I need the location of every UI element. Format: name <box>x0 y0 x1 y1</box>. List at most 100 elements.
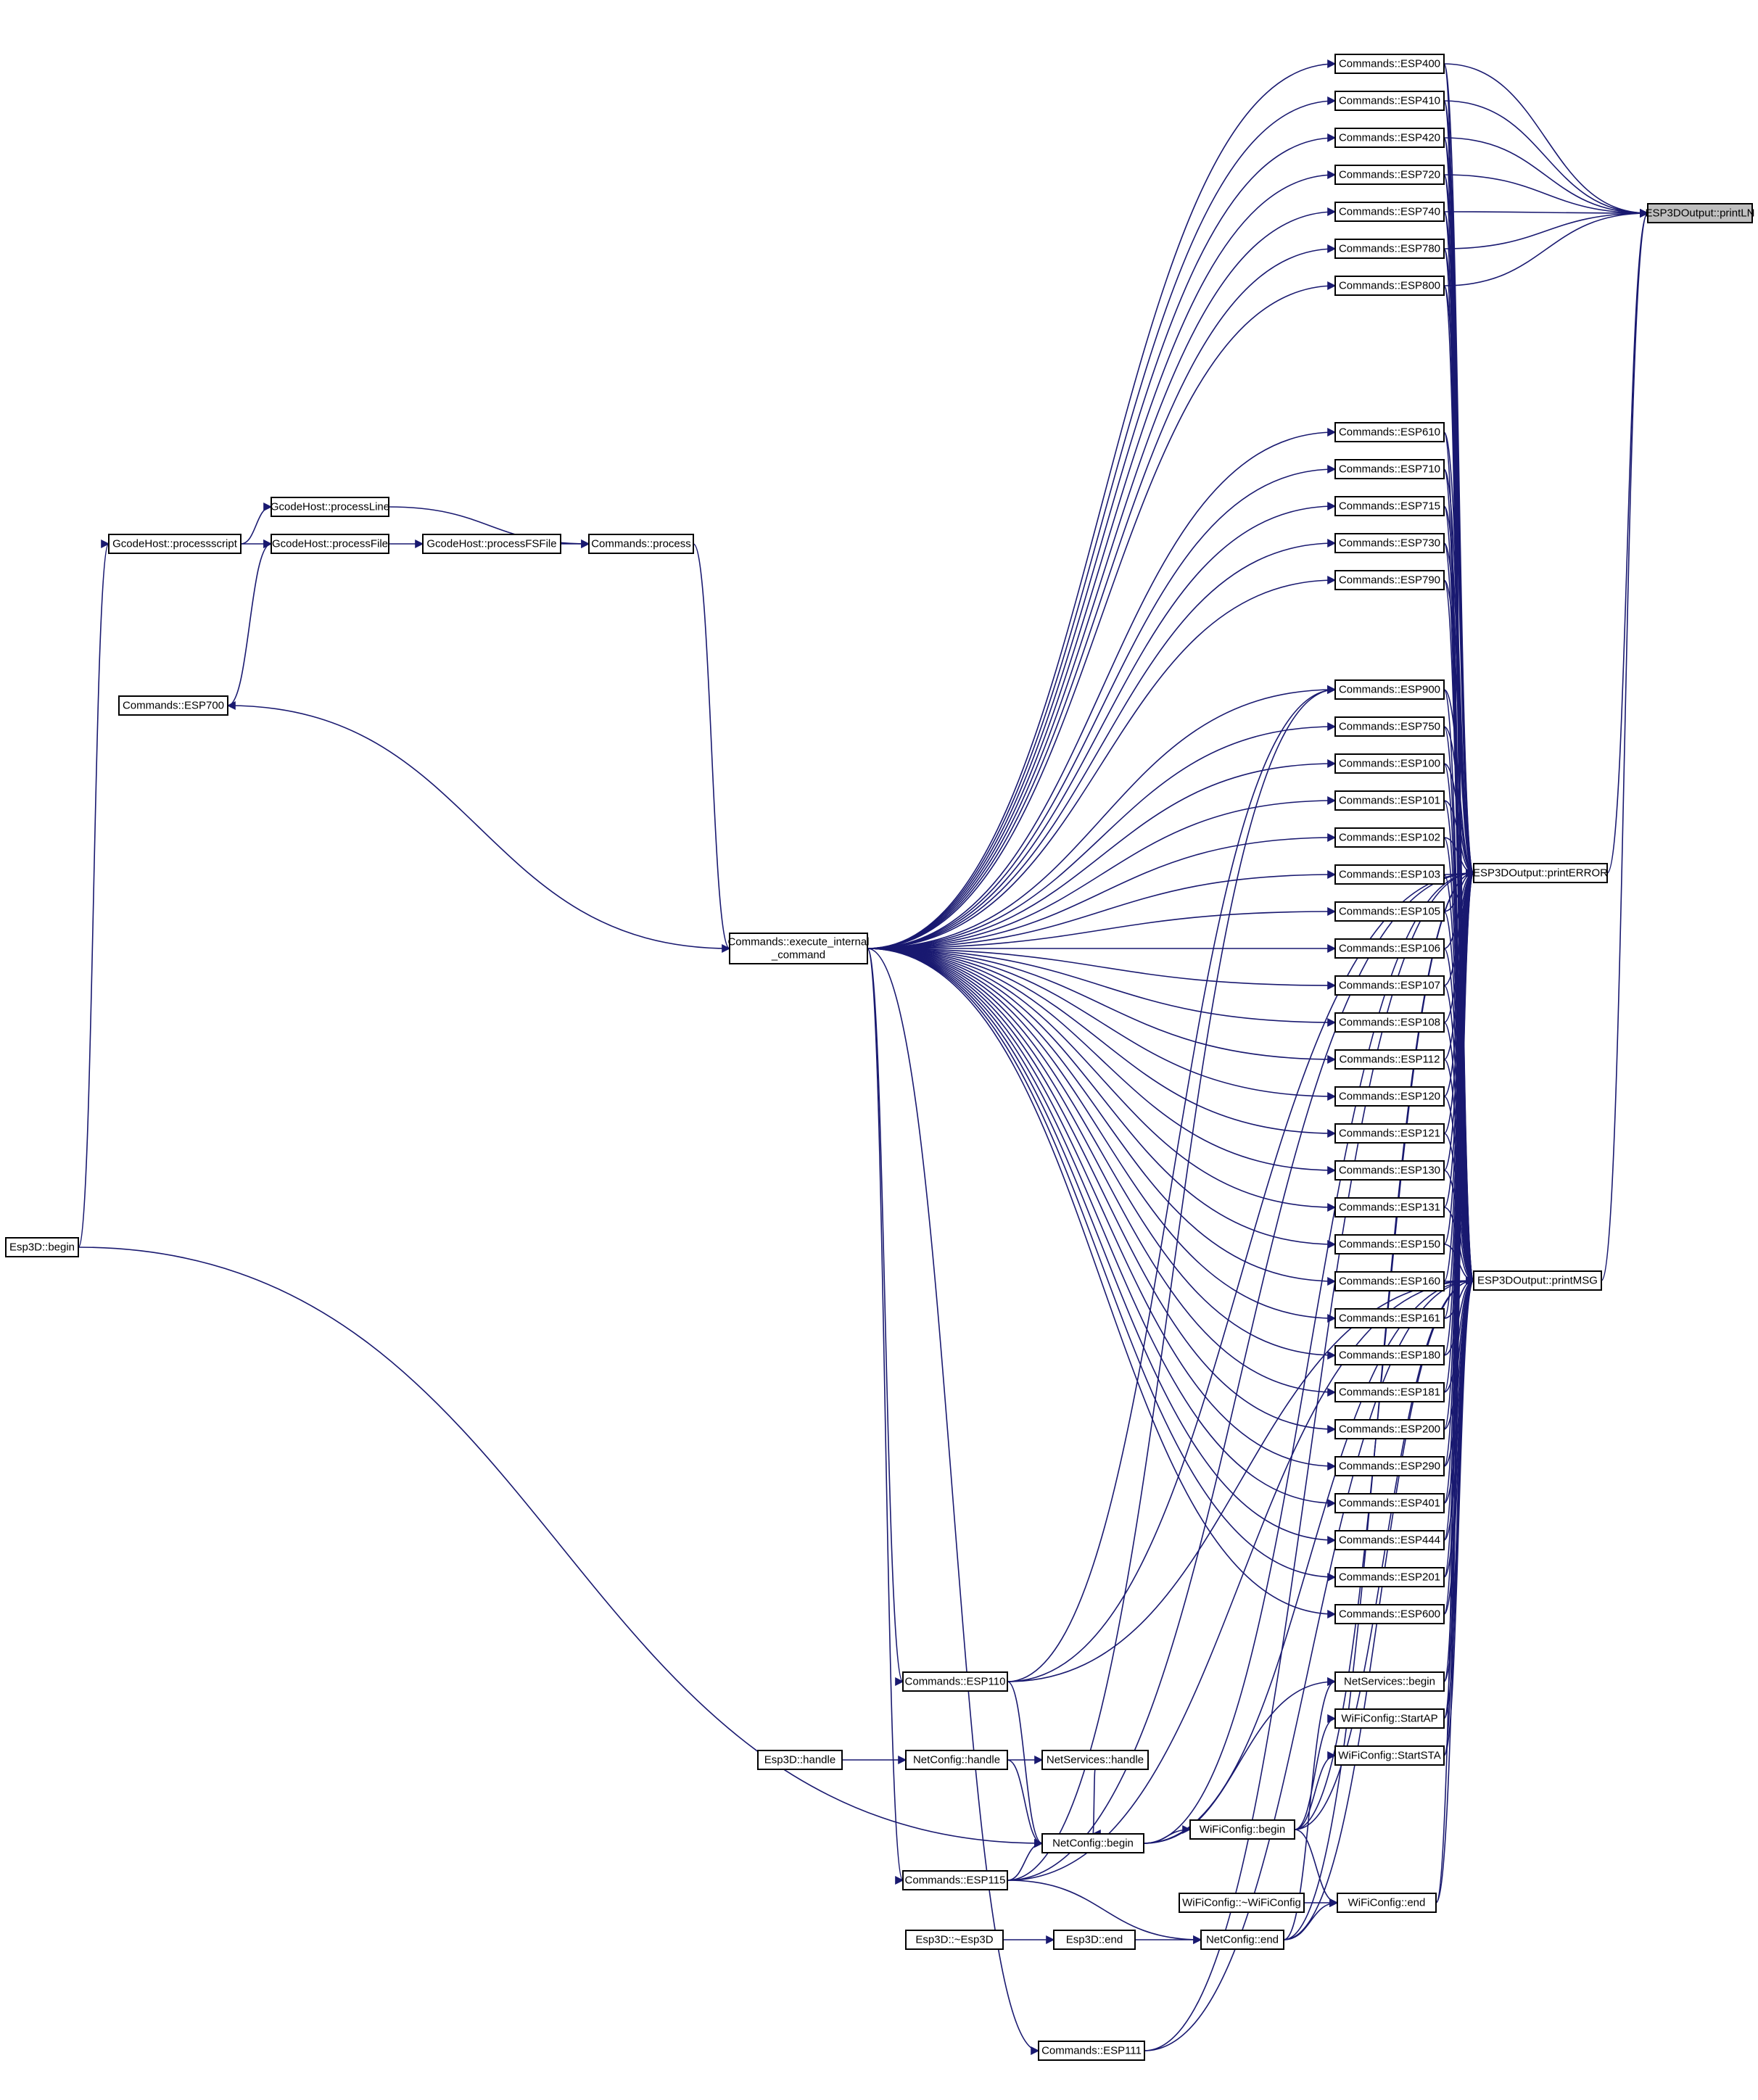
node-net-config-begin[interactable]: NetConfig::begin <box>1041 1833 1144 1853</box>
node-net-config-handle[interactable]: NetConfig::handle <box>905 1750 1008 1770</box>
node-esp710[interactable]: Commands::ESP710 <box>1334 459 1445 479</box>
node-label: Commands::ESP181 <box>1339 1386 1440 1399</box>
node-box <box>1334 1345 1445 1365</box>
node-box <box>108 534 242 554</box>
node-esp130[interactable]: Commands::ESP130 <box>1334 1160 1445 1181</box>
edge-esp110-to-print-error <box>1007 869 1475 1682</box>
node-esp160[interactable]: Commands::ESP160 <box>1334 1271 1445 1291</box>
node-esp110[interactable]: Commands::ESP110 <box>902 1671 1008 1692</box>
node-print-ln[interactable]: ESP3DOutput::printLN <box>1646 203 1755 223</box>
node-label: Commands::ESP160 <box>1339 1276 1440 1288</box>
node-start-sta[interactable]: WiFiConfig::StartSTA <box>1334 1745 1445 1766</box>
node-esp105[interactable]: Commands::ESP105 <box>1334 901 1445 922</box>
node-wi-fi-config-dtor[interactable]: WiFiConfig::~WiFiConfig <box>1179 1893 1305 1913</box>
node-box <box>1334 91 1445 111</box>
node-esp3-dbegin[interactable]: Esp3D::begin <box>5 1237 79 1257</box>
node-box <box>588 534 694 554</box>
node-esp3-ddtor[interactable]: Esp3D::~Esp3D <box>905 1930 1004 1950</box>
node-esp120[interactable]: Commands::ESP120 <box>1334 1086 1445 1107</box>
node-esp800[interactable]: Commands::ESP800 <box>1334 276 1445 296</box>
node-net-services-handle[interactable]: NetServices::handle <box>1041 1750 1149 1770</box>
node-esp161[interactable]: Commands::ESP161 <box>1334 1308 1445 1328</box>
edge-execute-to-esp160 <box>867 948 1337 1286</box>
node-esp740[interactable]: Commands::ESP740 <box>1334 202 1445 222</box>
node-box <box>271 534 389 554</box>
node-wi-fi-config-begin[interactable]: WiFiConfig::begin <box>1189 1819 1295 1840</box>
node-esp401[interactable]: Commands::ESP401 <box>1334 1493 1445 1513</box>
edge-esp720-to-print-ln <box>1443 174 1649 218</box>
node-label: ESP3DOutput::printMSG <box>1477 1275 1598 1287</box>
node-wi-fi-config-end[interactable]: WiFiConfig::end <box>1337 1893 1437 1913</box>
node-esp180[interactable]: Commands::ESP180 <box>1334 1345 1445 1365</box>
node-box <box>902 1870 1008 1890</box>
edge-esp780-to-print-ln <box>1443 209 1649 249</box>
node-box <box>1473 863 1608 883</box>
node-net-services-begin[interactable]: NetServices::begin <box>1334 1671 1445 1692</box>
node-start-ap[interactable]: WiFiConfig::StartAP <box>1334 1708 1445 1729</box>
node-box <box>1334 165 1445 185</box>
node-esp715[interactable]: Commands::ESP715 <box>1334 496 1445 516</box>
node-esp181[interactable]: Commands::ESP181 <box>1334 1382 1445 1402</box>
edge-esp800-to-print-error <box>1443 285 1475 877</box>
node-print-error[interactable]: ESP3DOutput::printERROR <box>1473 863 1608 883</box>
node-esp106[interactable]: Commands::ESP106 <box>1334 938 1445 959</box>
node-esp200[interactable]: Commands::ESP200 <box>1334 1419 1445 1439</box>
node-esp3-dend[interactable]: Esp3D::end <box>1053 1930 1136 1950</box>
node-esp102[interactable]: Commands::ESP102 <box>1334 827 1445 848</box>
node-esp201[interactable]: Commands::ESP201 <box>1334 1567 1445 1587</box>
edge-wi-fi-config-end-to-print-error <box>1435 869 1475 1903</box>
node-label: WiFiConfig::~WiFiConfig <box>1182 1897 1301 1909</box>
node-esp103[interactable]: Commands::ESP103 <box>1334 864 1445 885</box>
node-esp444[interactable]: Commands::ESP444 <box>1334 1530 1445 1550</box>
node-box <box>1334 239 1445 259</box>
node-esp730[interactable]: Commands::ESP730 <box>1334 533 1445 553</box>
node-processscript[interactable]: GcodeHost::processscript <box>108 534 242 554</box>
node-box <box>1041 1750 1149 1770</box>
edge-esp115-to-print-error <box>1007 869 1475 1881</box>
node-esp115[interactable]: Commands::ESP115 <box>902 1870 1008 1890</box>
node-esp290[interactable]: Commands::ESP290 <box>1334 1456 1445 1476</box>
node-print-msg[interactable]: ESP3DOutput::printMSG <box>1473 1270 1602 1291</box>
node-esp131[interactable]: Commands::ESP131 <box>1334 1197 1445 1218</box>
node-esp600[interactable]: Commands::ESP600 <box>1334 1604 1445 1624</box>
node-esp610[interactable]: Commands::ESP610 <box>1334 422 1445 442</box>
node-esp420[interactable]: Commands::ESP420 <box>1334 128 1445 148</box>
node-label: NetConfig::handle <box>913 1754 1000 1766</box>
node-esp101[interactable]: Commands::ESP101 <box>1334 790 1445 811</box>
node-esp107[interactable]: Commands::ESP107 <box>1334 975 1445 996</box>
node-box <box>1334 128 1445 148</box>
node-box <box>1041 1833 1144 1853</box>
node-box <box>1334 1493 1445 1513</box>
node-process-line[interactable]: GcodeHost::processLine <box>271 497 389 517</box>
node-esp750[interactable]: Commands::ESP750 <box>1334 716 1445 737</box>
node-esp112[interactable]: Commands::ESP112 <box>1334 1049 1445 1070</box>
edge-print-msg-to-print-ln <box>1601 209 1649 1281</box>
node-esp3-dhandle[interactable]: Esp3D::handle <box>757 1750 843 1770</box>
node-box <box>1334 1234 1445 1254</box>
node-esp400[interactable]: Commands::ESP400 <box>1334 54 1445 74</box>
node-esp700[interactable]: Commands::ESP700 <box>118 695 228 716</box>
node-process-file[interactable]: GcodeHost::processFile <box>271 534 389 554</box>
node-esp790[interactable]: Commands::ESP790 <box>1334 570 1445 590</box>
node-label: Commands::ESP720 <box>1339 169 1440 181</box>
node-esp720[interactable]: Commands::ESP720 <box>1334 165 1445 185</box>
node-esp150[interactable]: Commands::ESP150 <box>1334 1234 1445 1254</box>
node-esp410[interactable]: Commands::ESP410 <box>1334 91 1445 111</box>
edge-esp800-to-print-ln <box>1443 209 1649 286</box>
node-esp121[interactable]: Commands::ESP121 <box>1334 1123 1445 1144</box>
node-box <box>757 1750 843 1770</box>
node-label: Commands::ESP101 <box>1339 795 1440 807</box>
node-esp100[interactable]: Commands::ESP100 <box>1334 753 1445 774</box>
node-esp111[interactable]: Commands::ESP111 <box>1038 2041 1145 2061</box>
node-execute[interactable]: Commands::execute_internal_command <box>727 933 870 964</box>
node-label: Commands::ESP750 <box>1339 721 1440 733</box>
node-process[interactable]: Commands::process <box>588 534 694 554</box>
node-esp900[interactable]: Commands::ESP900 <box>1334 679 1445 700</box>
node-esp108[interactable]: Commands::ESP108 <box>1334 1012 1445 1033</box>
node-label: NetServices::begin <box>1344 1676 1435 1688</box>
node-esp780[interactable]: Commands::ESP780 <box>1334 239 1445 259</box>
node-net-config-end[interactable]: NetConfig::end <box>1200 1930 1284 1950</box>
node-process-fsfile[interactable]: GcodeHost::processFSFile <box>422 534 561 554</box>
edge-execute-to-esp420 <box>867 133 1337 949</box>
edge-execute-to-esp102 <box>867 833 1337 949</box>
